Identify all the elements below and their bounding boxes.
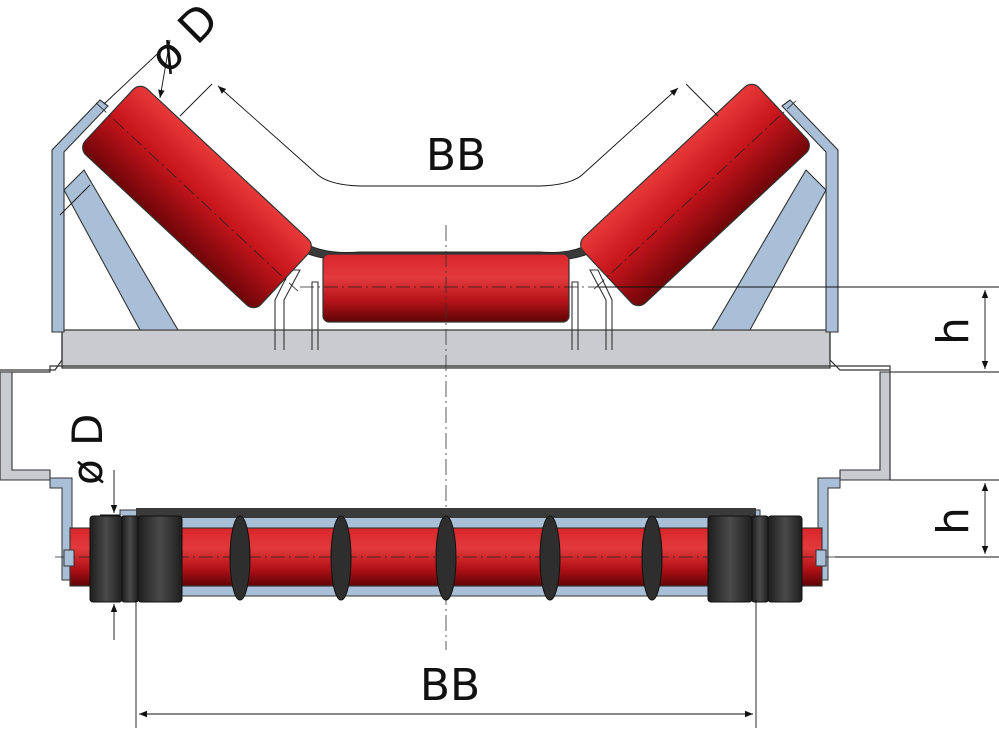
bottom-rubber-discs [229,515,663,601]
top-center-brackets [274,269,613,350]
bottom-bb-dimension [135,600,757,728]
top-bb-dimension [179,83,719,187]
bottom-right-endcap [815,549,827,567]
bottom-left-endcap [63,549,75,567]
bottom-h-label: h [928,507,979,535]
bottom-h-dimension [835,479,999,558]
bottom-support-channel [0,371,891,481]
bottom-right-rubber-rings [707,515,803,603]
bottom-diameter-label: ø D [63,414,112,485]
top-diameter-dimension [59,39,171,216]
top-center-roller [300,253,600,323]
top-h-label: h [928,317,979,345]
top-base-frame [0,329,891,373]
bottom-bb-label: BB [420,660,480,711]
top-left-roller [82,85,312,309]
bottom-belt [136,508,756,518]
top-right-bracket [711,99,839,333]
top-left-bracket [51,99,179,333]
top-right-roller [580,83,810,307]
top-h-dimension [600,286,999,373]
top-diameter-label: ø D [140,0,229,83]
bottom-diameter-dimension [100,470,120,640]
top-bb-label: BB [426,130,486,181]
bottom-left-rubber-rings [89,515,183,603]
